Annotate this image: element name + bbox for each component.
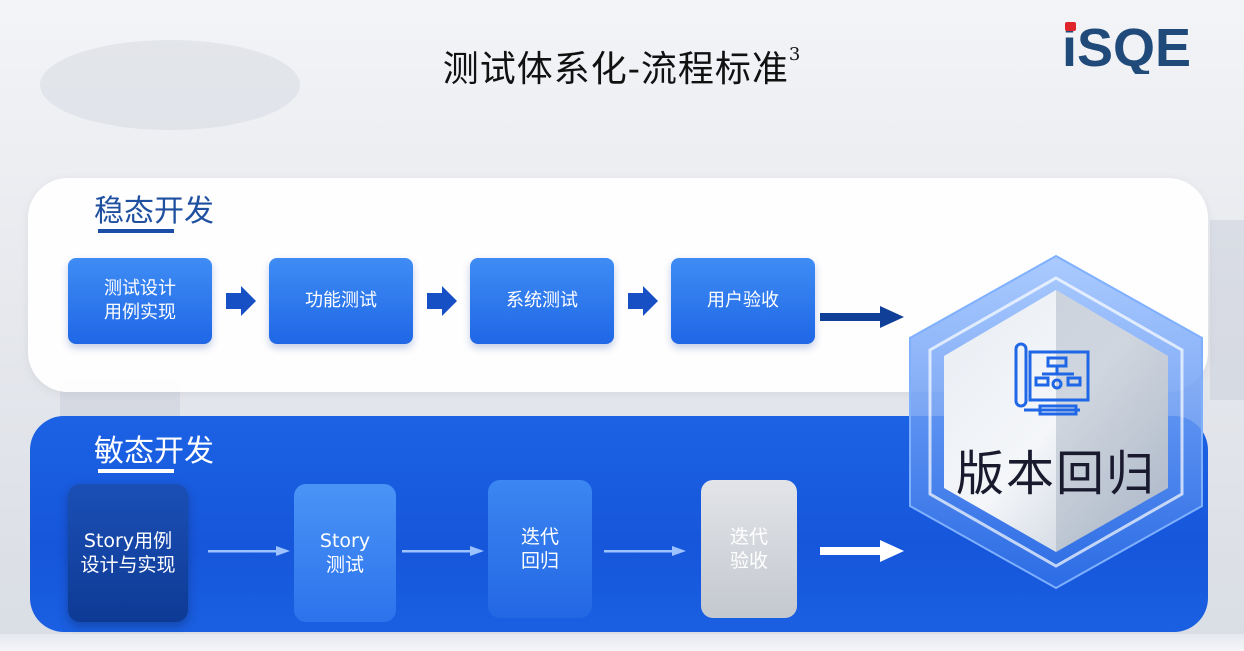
stable-step-4: 用户验收 xyxy=(671,258,815,344)
thin-arrow-icon xyxy=(604,546,686,556)
agile-step-1: Story用例 设计与实现 xyxy=(68,484,188,622)
isqe-logo: iSQE xyxy=(1062,18,1191,74)
hexagon-shape xyxy=(909,254,1203,590)
title-superscript: 3 xyxy=(788,44,802,65)
stable-section-title: 稳态开发 xyxy=(94,194,214,229)
page-title: 测试体系化-流程标准3 xyxy=(0,40,1244,92)
arrow-right-icon xyxy=(427,286,457,316)
thin-arrow-icon xyxy=(208,546,290,556)
page-title-text: 测试体系化-流程标准 xyxy=(442,49,789,90)
agile-section-underline xyxy=(98,469,174,473)
arrow-to-regression-icon xyxy=(820,540,904,562)
flowchart-document-icon xyxy=(1014,342,1090,416)
stable-step-1: 测试设计 用例实现 xyxy=(68,258,212,344)
thin-arrow-icon xyxy=(402,546,484,556)
agile-step-4: 迭代 验收 xyxy=(701,480,797,618)
version-regression-label: 版本回归 xyxy=(955,446,1156,502)
stable-step-2: 功能测试 xyxy=(269,258,413,344)
agile-step-2: Story 测试 xyxy=(294,484,396,622)
logo-red-dot xyxy=(1065,22,1076,31)
agile-section-title: 敏态开发 xyxy=(94,434,214,469)
arrow-right-icon xyxy=(226,286,256,316)
bottom-reflection xyxy=(0,634,1244,651)
arrow-right-icon xyxy=(628,286,658,316)
background-decoration xyxy=(1210,220,1244,400)
background-decoration xyxy=(40,40,300,130)
stable-step-3: 系统测试 xyxy=(470,258,614,344)
version-regression-hexagon: 版本回归 xyxy=(906,252,1206,592)
arrow-to-regression-icon xyxy=(820,306,904,328)
stable-section-underline xyxy=(98,229,174,233)
logo-text: iSQE xyxy=(1062,18,1191,74)
agile-step-3: 迭代 回归 xyxy=(488,480,592,618)
